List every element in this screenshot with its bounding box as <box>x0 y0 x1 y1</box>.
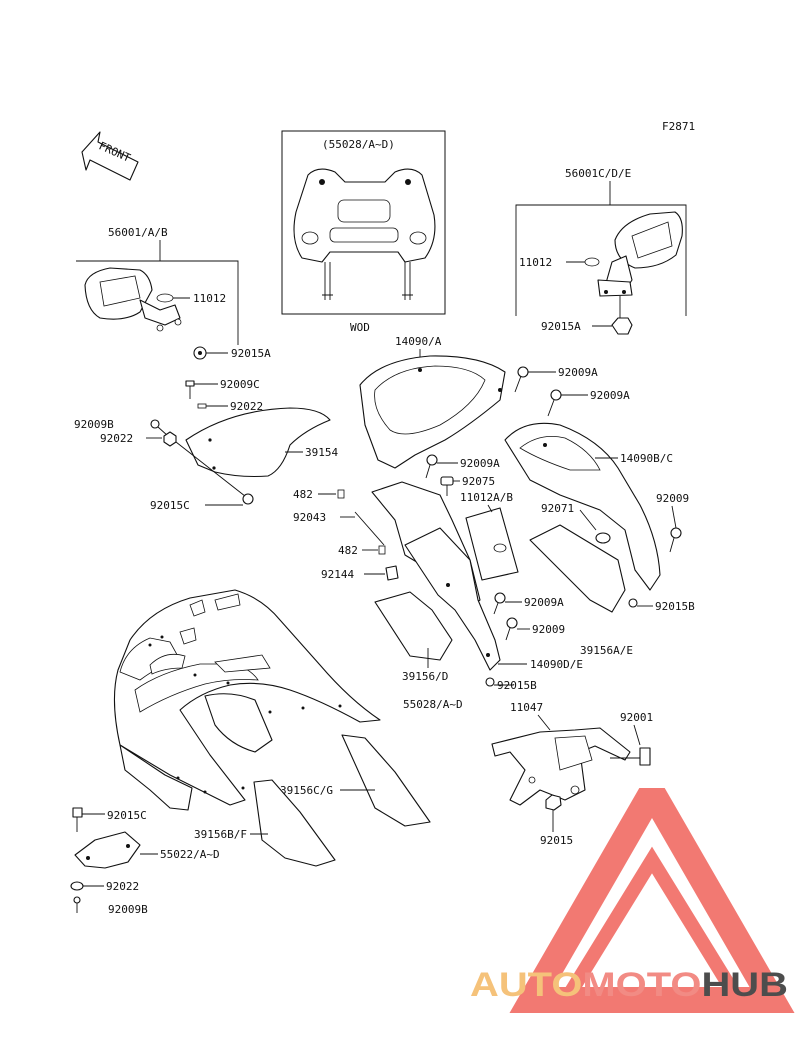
label-55028ad: 55028/A~D <box>403 698 463 711</box>
inner-cover-14090de: 14090D/E <box>498 658 583 671</box>
fairing-assembly-box: (55028/A~D) <box>281 130 446 315</box>
screw-92009a-3: 92009A <box>425 454 500 479</box>
side-cover-14090bc: 14090B/C <box>504 422 673 591</box>
windshield-39154: 92009C 92022 39154 92009B 92022 92015C <box>74 378 338 512</box>
label-92009a-2: 92009A <box>590 389 630 402</box>
screw-92009-1: 92009 <box>656 492 689 553</box>
pad-39156ae: 39156A/E <box>529 524 633 657</box>
label-92015: 92015 <box>540 834 573 847</box>
label-92015a-left: 92015A <box>231 347 271 360</box>
clip-92075: 92075 <box>440 475 495 496</box>
label-39154: 39154 <box>305 446 338 459</box>
screw-92009a-2: 92009A <box>547 389 630 417</box>
label-92009-1: 92009 <box>656 492 689 505</box>
label-92015b-1: 92015B <box>655 600 695 613</box>
label-92022-3: 92022 <box>106 880 139 893</box>
bracket-55022: 92015C 55022/A~D 92022 92009B <box>70 807 220 916</box>
label-39156cg: 39156C/G <box>280 784 333 797</box>
right-mirror: 56001C/D/E 11012 92015A <box>515 167 687 335</box>
label-11012ab: 11012A/B <box>460 491 513 504</box>
label-11047: 11047 <box>510 701 543 714</box>
triangle-logo-icon <box>509 788 795 1013</box>
label-92009a-3: 92009A <box>460 457 500 470</box>
pad-39156cg: 39156C/G <box>280 734 431 827</box>
label-11012-left: 11012 <box>193 292 226 305</box>
pad-39156bf: 39156B/F <box>194 779 336 867</box>
label-92009-2: 92009 <box>532 623 565 636</box>
label-92071: 92071 <box>541 502 574 515</box>
screw-92009a-4: 92009A <box>493 592 564 615</box>
label-92009b-2: 92009B <box>108 903 148 916</box>
label-92015b-2: 92015B <box>497 679 537 692</box>
screw-92009a-1: 92009A <box>514 366 598 393</box>
pad-39156d: 39156/D <box>374 591 453 683</box>
logo-text-auto: AUTO <box>470 966 582 1004</box>
box-center-label: (55028/A~D) <box>322 138 395 151</box>
label-92009a-4: 92009A <box>524 596 564 609</box>
fairing-stay-11047: 11047 92001 92015 <box>491 701 653 847</box>
nut-92015b-2: 92015B <box>485 677 537 692</box>
upper-fairing-55028 <box>113 589 381 811</box>
label-482-1: 482 <box>293 488 313 501</box>
front-arrow-icon: FRONT <box>81 131 139 181</box>
label-39156d: 39156/D <box>402 670 448 683</box>
label-39156ae: 39156A/E <box>580 644 633 657</box>
label-92144: 92144 <box>321 568 354 581</box>
label-92015c-1: 92015C <box>150 499 190 512</box>
screw-92009-2: 92009 <box>505 617 565 641</box>
label-92015a-right: 92015A <box>541 320 581 333</box>
label-92022-2: 92022 <box>100 432 133 445</box>
pad-11012ab: 11012A/B <box>460 491 519 581</box>
label-92043: 92043 <box>293 511 326 524</box>
label-92009a-1: 92009A <box>558 366 598 379</box>
inner-cover-14090a: 14090/A <box>359 335 506 469</box>
label-92009b-1: 92009B <box>74 418 114 431</box>
label-92015c-2: 92015C <box>107 809 147 822</box>
label-56001cde: 56001C/D/E <box>565 167 631 180</box>
label-92022-1: 92022 <box>230 400 263 413</box>
left-mirror: 56001/A/B 11012 92015A <box>76 226 271 360</box>
grommet-92071: 92071 <box>541 502 611 544</box>
nut-92015b-1: 92015B <box>628 598 695 613</box>
label-39156bf: 39156B/F <box>194 828 247 841</box>
label-92075: 92075 <box>462 475 495 488</box>
label-56001ab: 56001/A/B <box>108 226 168 239</box>
label-11012-right: 11012 <box>519 256 552 269</box>
label-92001: 92001 <box>620 711 653 724</box>
label-14090de: 14090D/E <box>530 658 583 671</box>
label-14090bc: 14090B/C <box>620 452 673 465</box>
label-482-2: 482 <box>338 544 358 557</box>
center-stay: 482 92043 482 92144 <box>293 481 501 671</box>
label-55022ad: 55022/A~D <box>160 848 220 861</box>
variant-tag: WOD <box>350 321 370 334</box>
logo-text-moto: MOTO <box>582 966 701 1004</box>
logo-text-hub: HUB <box>701 966 788 1004</box>
figure-code: F2871 <box>662 120 695 133</box>
label-92009c: 92009C <box>220 378 260 391</box>
label-14090a: 14090/A <box>395 335 442 348</box>
